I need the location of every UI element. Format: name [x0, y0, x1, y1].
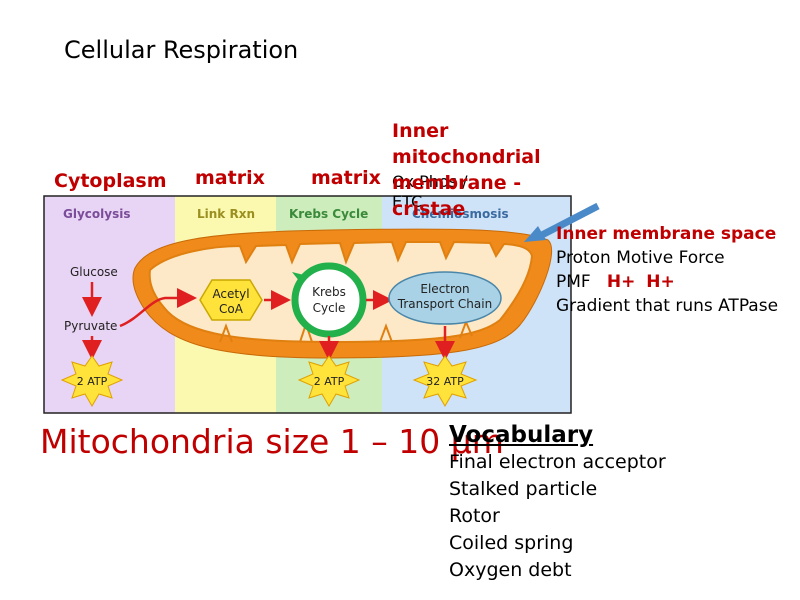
inner-membrane-label: Inner mitochondrial membrane - cristae — [392, 120, 541, 220]
atp-star-3 — [412, 355, 478, 407]
mitochondria-size-text: Mitochondria size 1 – 10 µm — [40, 422, 504, 461]
vocabulary-item: Oxygen debt — [449, 559, 572, 581]
pointer-arrow-head — [524, 226, 546, 242]
atp1-label: 2 ATP — [77, 375, 108, 388]
header-krebs: Krebs Cycle — [289, 207, 368, 221]
slide-title: Cellular Respiration — [64, 36, 299, 64]
etc-ellipse — [388, 271, 502, 325]
header-glycolysis: Glycolysis — [63, 207, 130, 221]
vocabulary-list: Final electron acceptor Stalked particle… — [449, 449, 666, 584]
oxphos-label: Ox Phos / ETC — [392, 172, 468, 211]
matrix-label-1: matrix — [195, 167, 265, 189]
inner-membrane-space-info: Inner membrane space Proton Motive Force… — [556, 222, 778, 318]
pmf-hplus-line: PMF H+ H+ — [556, 270, 778, 294]
vocabulary-section: Vocabulary Final electron acceptor Stalk… — [449, 422, 666, 584]
inner-space-heading: Inner membrane space — [556, 224, 777, 244]
pyruvate-to-acetyl-arrow — [119, 288, 197, 328]
atp-star-1 — [60, 355, 124, 407]
header-link: Link Rxn — [197, 207, 255, 221]
acetyl-line2: CoA — [219, 302, 244, 316]
pmf-line: Proton Motive Force — [556, 248, 725, 268]
vocabulary-item: Coiled spring — [449, 532, 574, 554]
vocabulary-heading: Vocabulary — [449, 422, 594, 448]
glucose-label: Glucose — [70, 265, 118, 279]
pyruvate-label: Pyruvate — [64, 319, 117, 333]
hplus-2: H+ — [646, 272, 675, 292]
etc-line1: Electron — [420, 282, 469, 296]
acetyl-line1: Acetyl — [212, 287, 249, 301]
atp2-label: 2 ATP — [314, 375, 345, 388]
pmf-label: PMF — [556, 272, 591, 292]
diagram-frame — [43, 195, 572, 414]
acetyl-coa-hexagon — [199, 279, 263, 321]
inner-membrane-pointer-arrow — [538, 202, 600, 240]
hplus-1: H+ — [606, 272, 636, 292]
header-etc: Chemiosmosis — [412, 207, 509, 221]
atp-star-2 — [297, 355, 361, 407]
matrix-label-2: matrix — [311, 167, 381, 189]
vocabulary-item: Stalked particle — [449, 478, 598, 500]
krebs-cycle-ring — [291, 262, 367, 338]
krebs-line2: Cycle — [313, 301, 346, 315]
vocabulary-item: Rotor — [449, 505, 500, 527]
etc-line2: Transport Chain — [397, 297, 492, 311]
vocabulary-item: Final electron acceptor — [449, 451, 666, 473]
cytoplasm-label: Cytoplasm — [54, 170, 167, 192]
krebs-line1: Krebs — [312, 285, 346, 299]
gradient-line: Gradient that runs ATPase — [556, 296, 779, 316]
atp3-label: 32 ATP — [426, 375, 464, 388]
